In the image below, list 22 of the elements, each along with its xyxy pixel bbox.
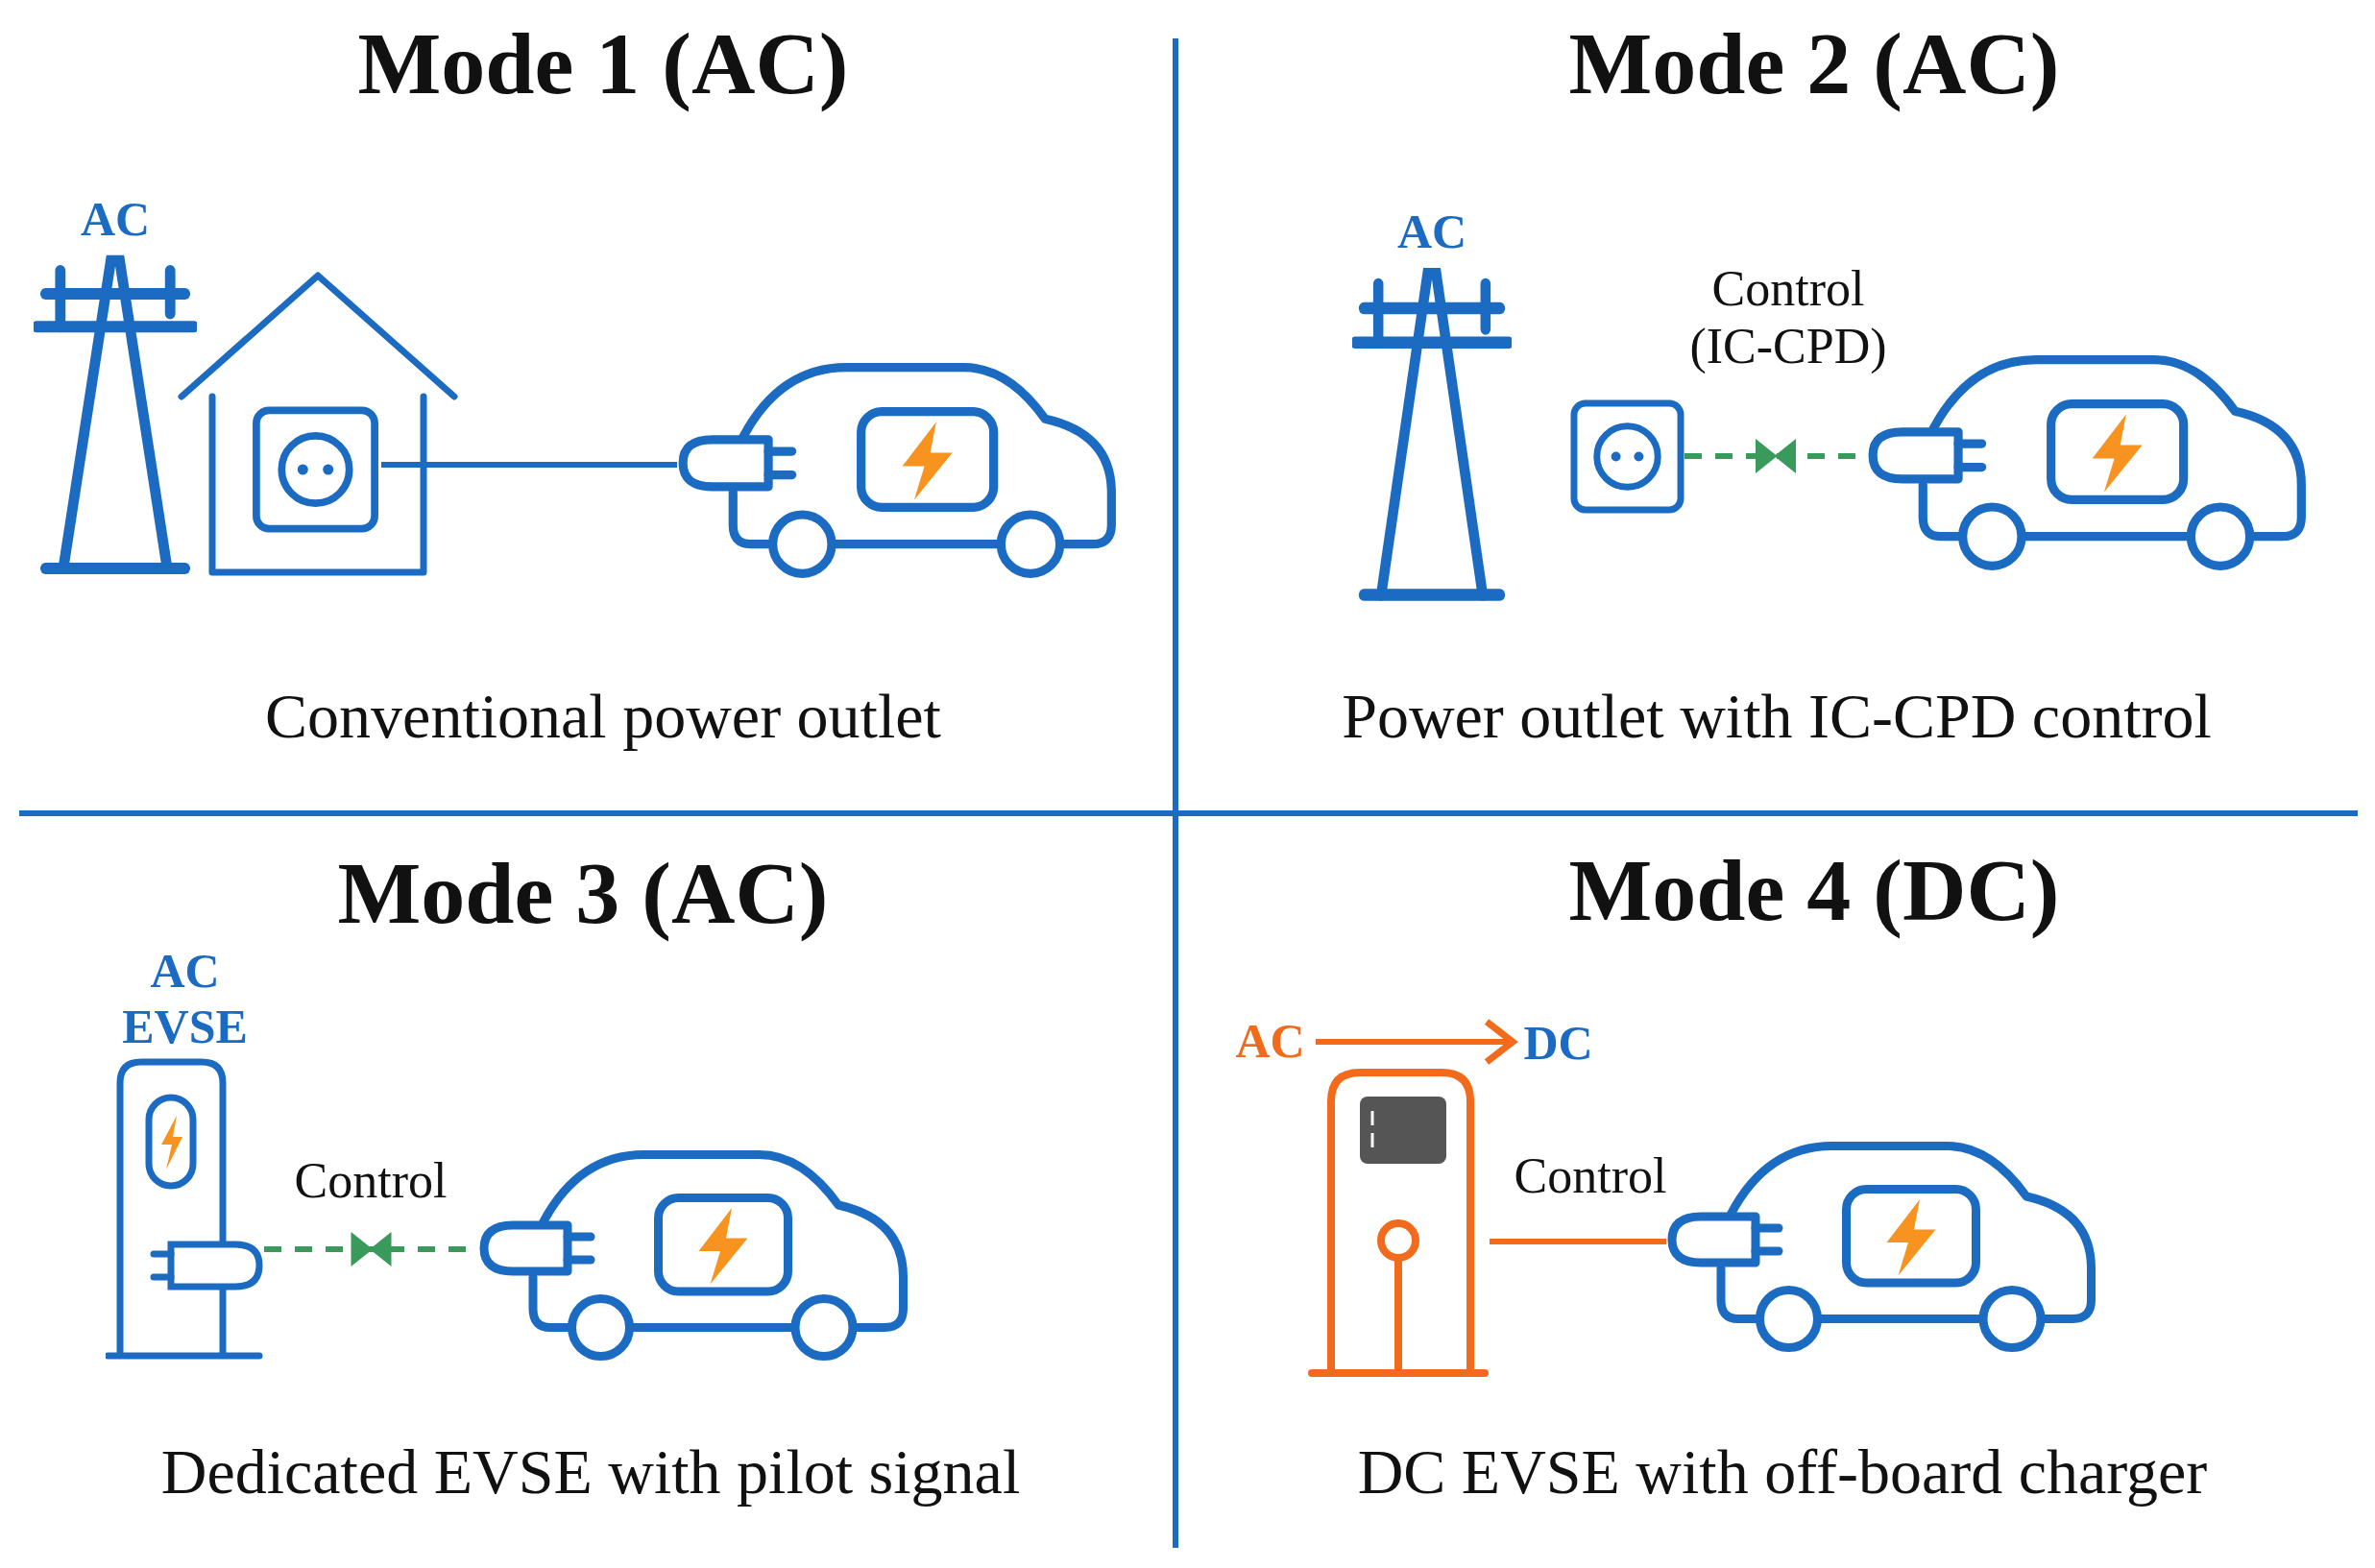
power-outlet bbox=[250, 406, 381, 533]
current-type-text: AC EVSE bbox=[121, 944, 249, 1054]
mode-caption: DC EVSE with off-board charger bbox=[1357, 1435, 2208, 1508]
current-type-text: AC bbox=[80, 192, 151, 248]
electric-car bbox=[677, 360, 1119, 581]
mode-title: Mode 2 (AC) bbox=[1568, 13, 2060, 114]
current-type-text: DC bbox=[1523, 1016, 1593, 1072]
mode-caption: Dedicated EVSE with pilot signal bbox=[160, 1435, 1021, 1508]
mode-title: Mode 3 (AC) bbox=[337, 843, 829, 944]
power-outlet bbox=[1570, 398, 1684, 515]
dc-charging-station bbox=[1307, 1068, 1490, 1380]
connector-line bbox=[1490, 1239, 1666, 1244]
mode-title: Mode 4 (DC) bbox=[1568, 840, 2060, 941]
current-type-text: AC bbox=[1396, 205, 1467, 260]
mode-title: Mode 1 (AC) bbox=[357, 13, 849, 114]
connector-line bbox=[381, 462, 677, 468]
current-type-text: AC bbox=[1235, 1014, 1305, 1070]
arrow bbox=[1316, 1018, 1516, 1066]
electric-car bbox=[478, 1147, 910, 1363]
mode-caption: Conventional power outlet bbox=[265, 680, 941, 753]
electric-car bbox=[1666, 1139, 2098, 1355]
mode-caption: Power outlet with IC-CPD control bbox=[1342, 680, 2212, 753]
